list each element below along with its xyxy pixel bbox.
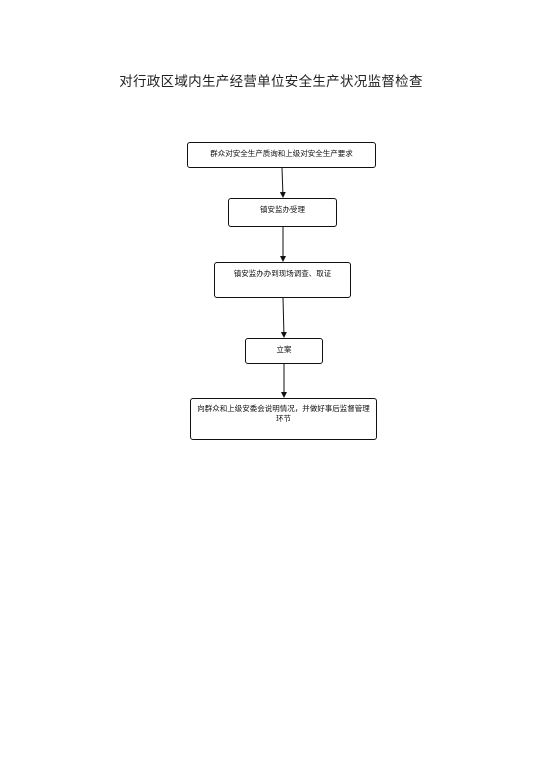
flow-node-inquiry: 群众对安全生产质询和上级对安全生产要求 (187, 142, 376, 168)
flow-node-label: 向群众和上级安委会说明情况，并做好事后监督管理环节 (197, 404, 370, 423)
flow-node-label: 镇安监办办到现场调查、取证 (233, 269, 332, 278)
flow-node-label: 镇安监办受理 (260, 205, 305, 214)
flow-node-accept: 镇安监办受理 (228, 198, 337, 227)
flow-node-report-supervise: 向群众和上级安委会说明情况，并做好事后监督管理环节 (190, 398, 377, 440)
flow-node-label: 群众对安全生产质询和上级对安全生产要求 (210, 149, 353, 158)
connector-n1-n2 (279, 167, 286, 198)
connector-n3-n4 (280, 297, 287, 338)
flow-node-label: 立案 (276, 345, 292, 354)
flow-node-investigate: 镇安监办办到现场调查、取证 (214, 262, 351, 298)
page-title: 对行政区域内生产经营单位安全生产状况监督检查 (119, 74, 423, 90)
flow-node-file-case: 立案 (245, 338, 323, 364)
